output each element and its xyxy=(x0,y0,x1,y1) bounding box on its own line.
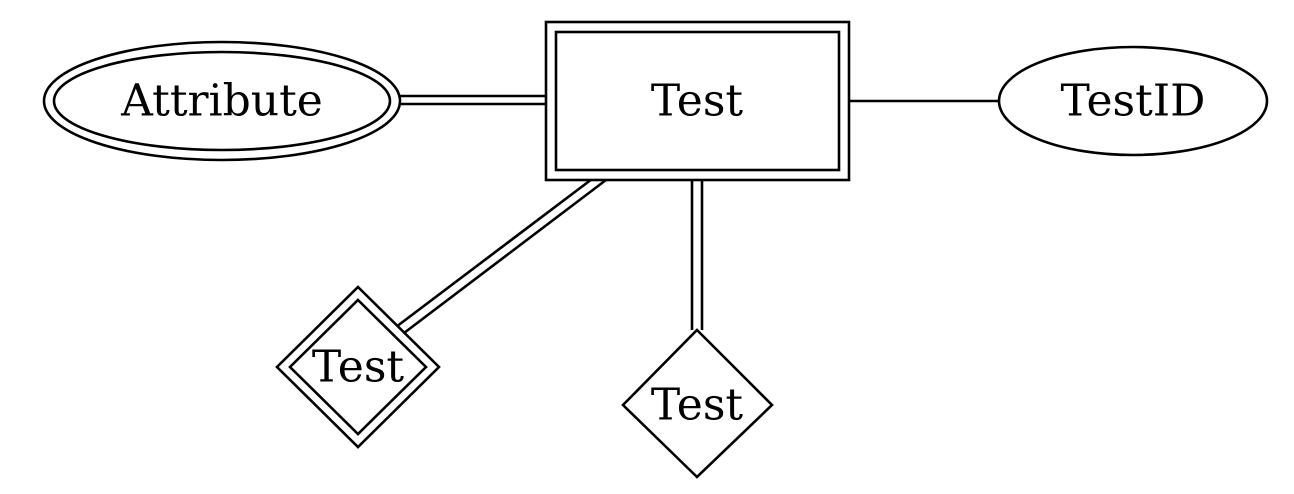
entity-test: Test xyxy=(544,20,851,182)
relationship-identifying: Test xyxy=(275,285,441,449)
connector-entity-identifying-relationship xyxy=(395,174,607,335)
attribute-label: Attribute xyxy=(120,76,323,127)
testid-label: TestID xyxy=(1061,76,1206,127)
identifying-relationship-label: Test xyxy=(312,342,405,393)
relationship-label: Test xyxy=(651,380,744,431)
relationship-regular: Test xyxy=(621,328,774,479)
attribute-multivalued: Attribute xyxy=(42,40,402,162)
connector-attribute-entity xyxy=(398,94,548,106)
connector-entity-relationship xyxy=(690,178,704,330)
entity-label: Test xyxy=(651,76,744,127)
attribute-testid: TestID xyxy=(997,45,1269,157)
